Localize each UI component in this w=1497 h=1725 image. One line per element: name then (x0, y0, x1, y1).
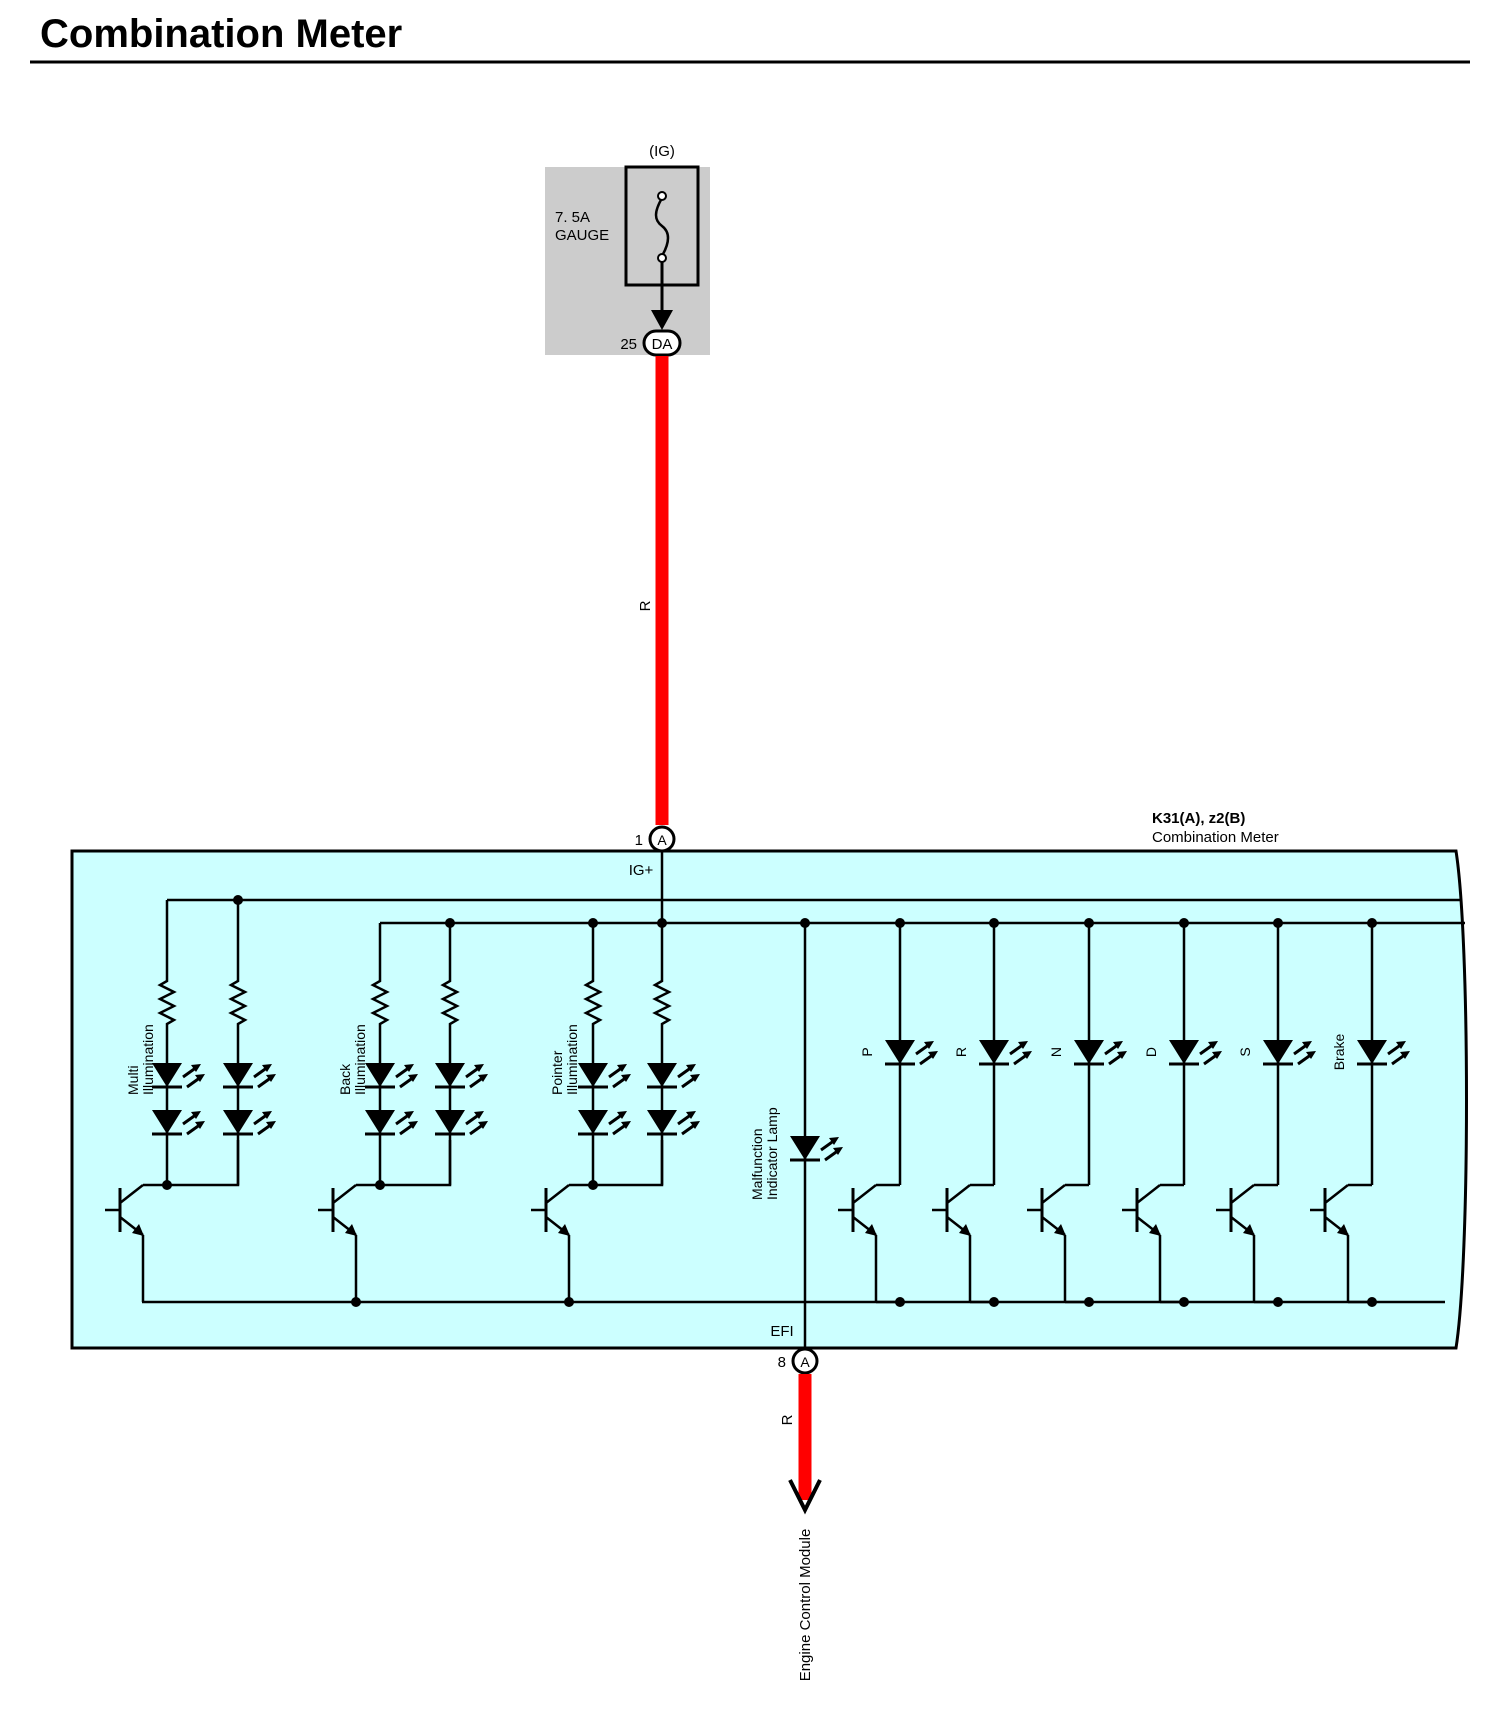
fuse-connector-id: DA (652, 336, 673, 353)
top-connector-id: A (657, 832, 667, 848)
indicator-label: R (953, 1047, 969, 1057)
ig-terminal-label: IG+ (629, 862, 654, 879)
fuse-block: (IG) 7. 5A GAUGE 25 DA (545, 143, 710, 357)
indicator-label: N (1048, 1047, 1064, 1057)
illumination-transistor (103, 1183, 167, 1302)
bottom-connector (791, 1347, 819, 1375)
fuse-connector (642, 329, 682, 357)
back-illumination-label: Back (337, 1063, 353, 1095)
combination-meter-housing (70, 849, 1468, 1350)
indicator-columns: P R N D S Brake (836, 923, 1412, 1307)
indicator-label: Brake (1331, 1034, 1347, 1071)
illumination-collector-joins (167, 1140, 664, 1187)
illumination-transistor (316, 1183, 380, 1302)
indicator-label: P (859, 1047, 875, 1056)
fuse-icon (654, 197, 670, 257)
fuse-connector-pin: 25 (620, 336, 637, 353)
back-illumination-label-2: Illumination (352, 1024, 368, 1095)
mil-label: Malfunction (749, 1128, 765, 1200)
fuse-name: GAUGE (555, 227, 609, 244)
illumination-branch (576, 973, 633, 1185)
down-arrow-icon (651, 310, 673, 330)
fuse-supply-label: (IG) (649, 143, 675, 160)
multi-illumination-label: Multi (125, 1065, 141, 1095)
engine-control-module-label: Engine Control Module (797, 1529, 814, 1682)
indicator-d: D (1120, 923, 1224, 1307)
meter-name: Combination Meter (1152, 829, 1279, 846)
efi-terminal-label: EFI (770, 1323, 793, 1340)
mil-label-2: Indicator Lamp (764, 1107, 780, 1200)
bottom-connector-pin: 8 (778, 1354, 786, 1371)
down-arrow-icon (788, 1479, 822, 1515)
illumination-transistor (529, 1183, 593, 1302)
multi-illumination-label-2: Illumination (140, 1024, 156, 1095)
bottom-connector-id: A (800, 1354, 810, 1370)
illumination-branch (150, 973, 207, 1185)
pointer-illumination-label-2: Illumination (564, 1024, 580, 1095)
indicator-brake: Brake (1308, 923, 1412, 1307)
illumination-branch (363, 973, 420, 1185)
indicator-label: D (1143, 1047, 1159, 1057)
top-connector-pin: 1 (635, 832, 643, 849)
lower-wire-color-code: R (779, 1414, 796, 1425)
upper-wire-color-code: R (637, 600, 654, 611)
indicator-p: P (836, 923, 940, 1307)
meter-connector-label: K31(A), z2(B) (1152, 810, 1245, 827)
fuse-rating: 7. 5A (555, 209, 590, 226)
ground-junctions (351, 1297, 574, 1307)
page-title: Combination Meter (40, 12, 403, 56)
pointer-illumination-label: Pointer (549, 1050, 565, 1095)
indicator-label: S (1237, 1047, 1253, 1056)
indicator-s: S (1214, 923, 1318, 1307)
